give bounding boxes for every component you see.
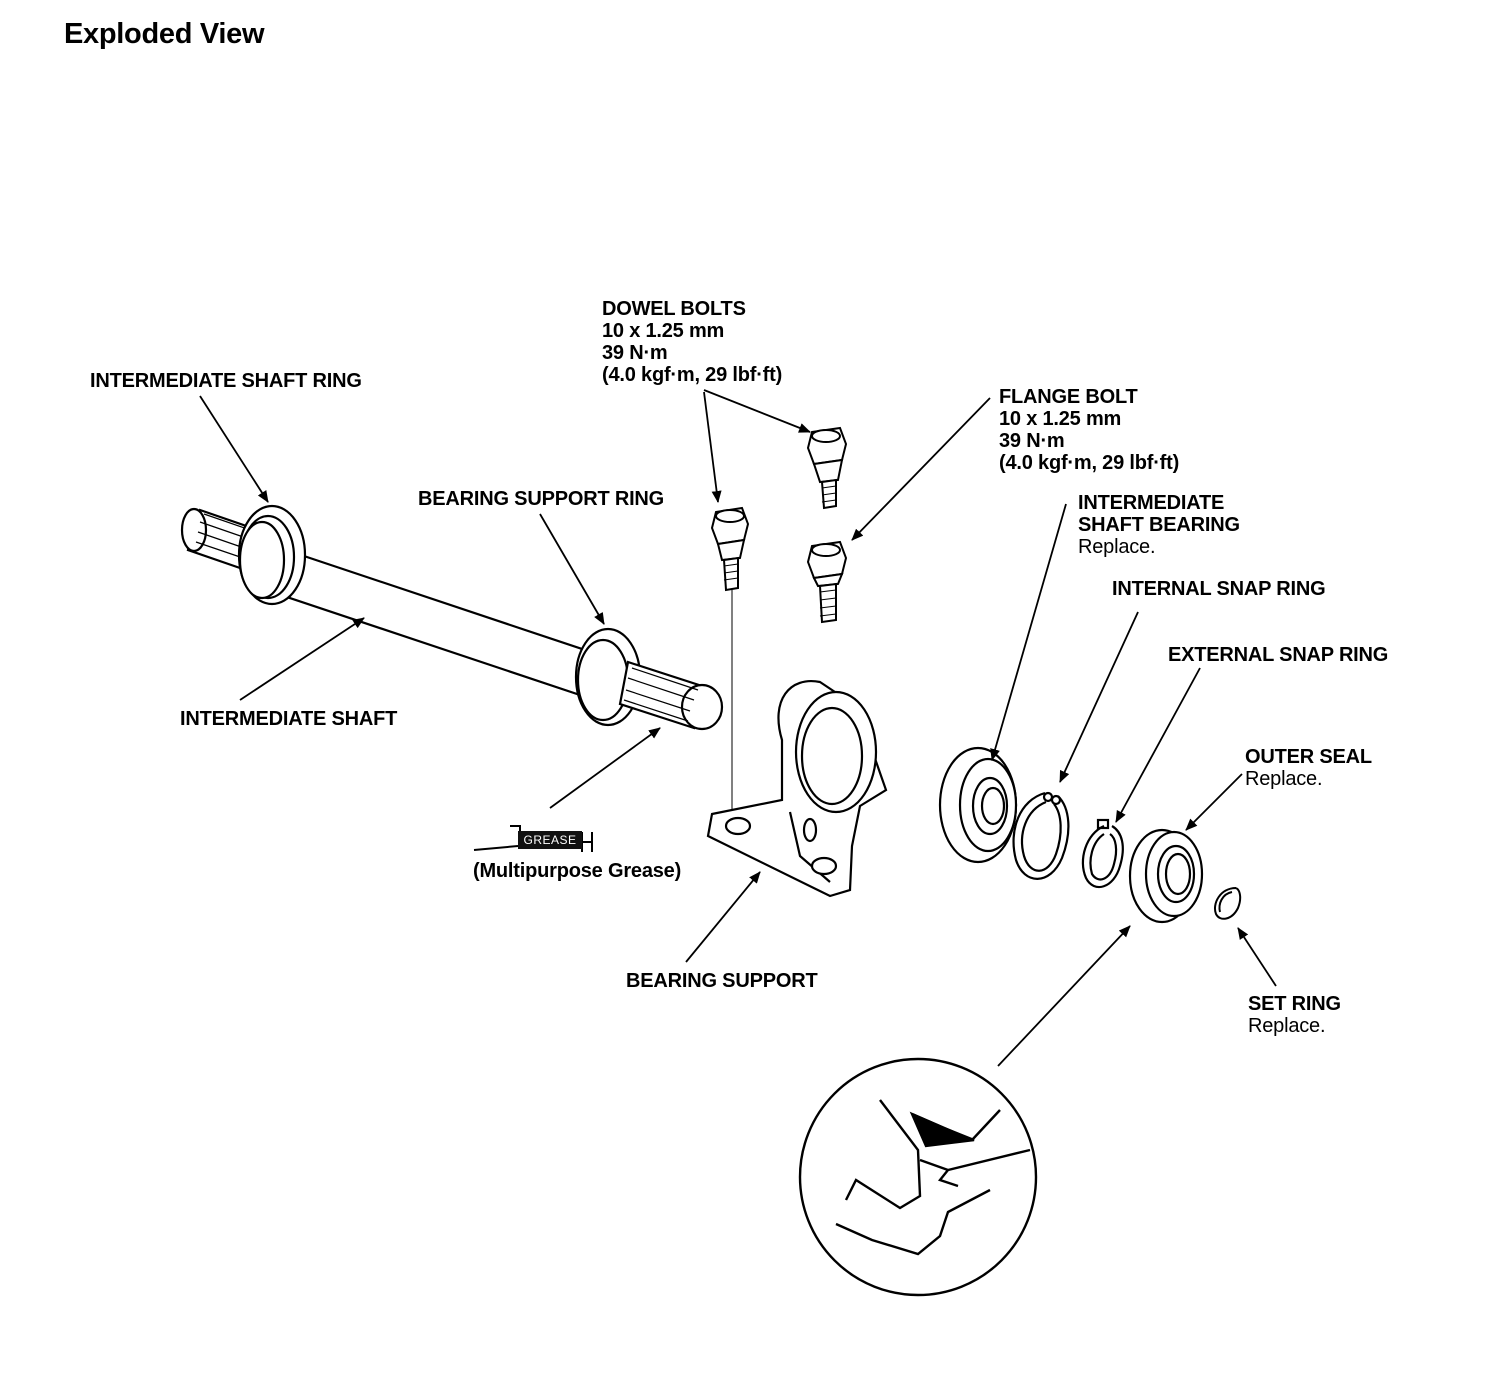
arrow-flange-bolt bbox=[851, 397, 991, 541]
label-intermediate-shaft-bearing: INTERMEDIATE SHAFT BEARING Replace. bbox=[1078, 492, 1240, 558]
arrow-internal-snap-ring bbox=[1059, 611, 1139, 783]
arrow-detail-circle bbox=[997, 925, 1131, 1067]
flange-bolt-name: FLANGE BOLT bbox=[999, 386, 1138, 408]
dowel-bolts-torque: 39 N·m bbox=[602, 342, 668, 364]
shaft-bearing-note: Replace. bbox=[1078, 536, 1156, 558]
arrow-grease bbox=[549, 727, 661, 809]
shaft-bearing-line2: SHAFT BEARING bbox=[1078, 514, 1240, 536]
arrow-outer-seal bbox=[1185, 773, 1243, 831]
shaft-bearing-line1: INTERMEDIATE bbox=[1078, 492, 1225, 514]
grease-badge: GREASE bbox=[518, 831, 582, 849]
external-snap-ring-drawing bbox=[1081, 818, 1124, 889]
label-multipurpose-grease: (Multipurpose Grease) bbox=[473, 860, 682, 882]
outer-seal-name: OUTER SEAL bbox=[1245, 746, 1372, 768]
arrow-intermediate-shaft-ring bbox=[199, 395, 269, 503]
label-dowel-bolts: DOWEL BOLTS 10 x 1.25 mm 39 N·m (4.0 kgf… bbox=[602, 298, 782, 386]
label-intermediate-shaft-ring: INTERMEDIATE SHAFT RING bbox=[90, 370, 362, 392]
arrow-dowel-bolt-left bbox=[703, 391, 722, 503]
arrow-intermediate-shaft-bearing bbox=[990, 503, 1067, 761]
flange-bolt-torque: 39 N·m bbox=[999, 430, 1065, 452]
dowel-bolts-size: 10 x 1.25 mm bbox=[602, 320, 725, 342]
arrow-external-snap-ring bbox=[1115, 667, 1201, 823]
dowel-bolt-left bbox=[710, 506, 750, 592]
dowel-bolt-right bbox=[806, 426, 848, 510]
seal-detail-circle bbox=[798, 1057, 1038, 1297]
label-bearing-support-ring: BEARING SUPPORT RING bbox=[418, 488, 665, 510]
arrow-intermediate-shaft bbox=[239, 617, 365, 701]
set-ring-note: Replace. bbox=[1248, 1015, 1326, 1037]
dowel-bolts-name: DOWEL BOLTS bbox=[602, 298, 746, 320]
outer-seal-drawing bbox=[1128, 828, 1204, 924]
bearing-support-drawing bbox=[706, 679, 888, 898]
dowel-bolts-torque-alt: (4.0 kgf·m, 29 lbf·ft) bbox=[602, 364, 783, 386]
page-title: Exploded View bbox=[64, 18, 265, 50]
flange-bolt bbox=[806, 540, 848, 624]
intermediate-shaft-drawing bbox=[180, 504, 724, 731]
label-outer-seal: OUTER SEAL Replace. bbox=[1245, 746, 1372, 790]
intermediate-shaft-bearing-drawing bbox=[938, 746, 1018, 864]
flange-bolt-size: 10 x 1.25 mm bbox=[999, 408, 1122, 430]
label-flange-bolt: FLANGE BOLT 10 x 1.25 mm 39 N·m (4.0 kgf… bbox=[999, 386, 1179, 474]
label-external-snap-ring: EXTERNAL SNAP RING bbox=[1168, 644, 1389, 666]
internal-snap-ring-drawing bbox=[1012, 791, 1070, 880]
set-ring-name: SET RING bbox=[1248, 993, 1341, 1015]
arrow-dowel-bolt-right bbox=[703, 389, 811, 433]
label-intermediate-shaft: INTERMEDIATE SHAFT bbox=[180, 708, 398, 730]
label-set-ring: SET RING Replace. bbox=[1248, 993, 1341, 1037]
label-internal-snap-ring: INTERNAL SNAP RING bbox=[1112, 578, 1326, 600]
arrow-bearing-support-ring bbox=[539, 513, 605, 625]
flange-bolt-torque-alt: (4.0 kgf·m, 29 lbf·ft) bbox=[999, 452, 1180, 474]
label-bearing-support: BEARING SUPPORT bbox=[626, 970, 818, 992]
outer-seal-note: Replace. bbox=[1245, 768, 1323, 790]
arrow-set-ring bbox=[1237, 927, 1277, 987]
set-ring-drawing bbox=[1214, 887, 1242, 920]
arrow-bearing-support bbox=[685, 871, 761, 963]
